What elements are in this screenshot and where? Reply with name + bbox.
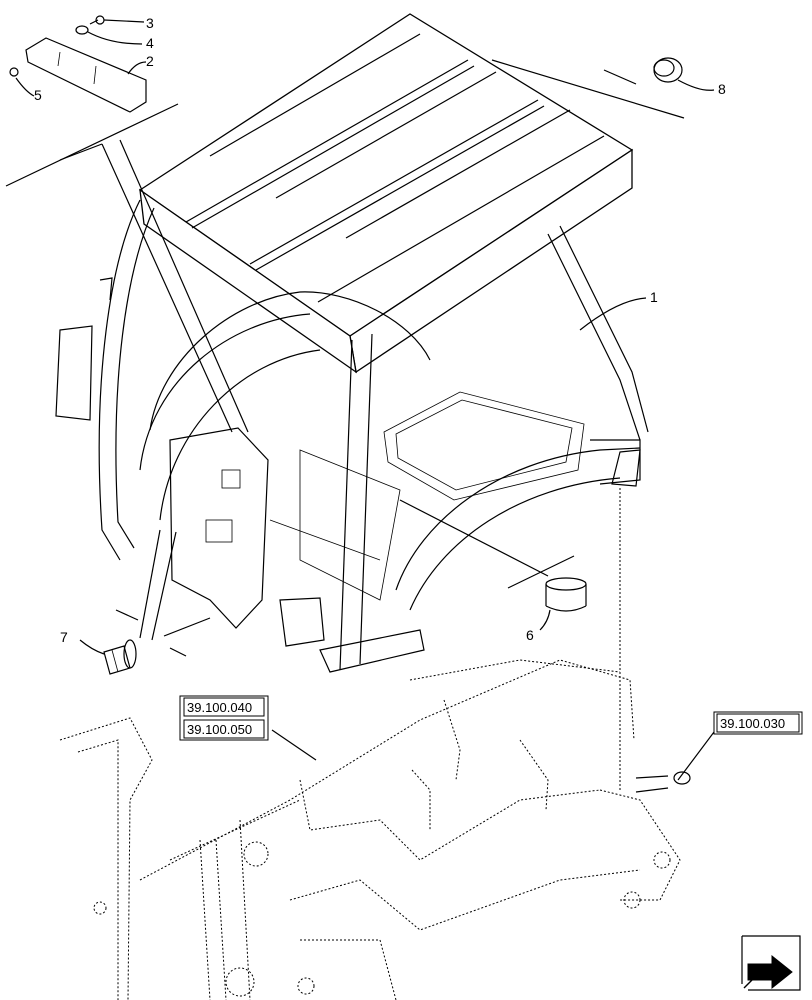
callout-6: 6 <box>526 627 534 643</box>
callout-7: 7 <box>60 629 68 645</box>
bushing-part <box>545 577 587 612</box>
reference-39-100-050[interactable]: 39.100.050 <box>187 722 252 737</box>
stud-part <box>103 639 137 675</box>
reference-39-100-030[interactable]: 39.100.030 <box>720 716 785 731</box>
callout-2: 2 <box>146 53 154 69</box>
next-page-arrow-icon[interactable] <box>741 935 801 991</box>
leader-lines <box>5 59 685 790</box>
plug-part <box>653 57 683 83</box>
reference-box-group-right: 39.100.030 <box>713 711 803 735</box>
chassis-frame <box>59 659 715 1000</box>
cab-frame <box>55 199 649 673</box>
callout-4: 4 <box>146 35 154 51</box>
callout-1: 1 <box>650 289 658 305</box>
reference-39-100-040[interactable]: 39.100.040 <box>187 700 252 715</box>
cab-roof <box>138 13 634 374</box>
roof-cover-assembly <box>9 15 147 113</box>
callout-3: 3 <box>146 15 154 31</box>
callout-5: 5 <box>34 87 42 103</box>
callout-8: 8 <box>718 81 726 97</box>
reference-box-group-left: 39.100.040 39.100.050 <box>179 695 269 741</box>
